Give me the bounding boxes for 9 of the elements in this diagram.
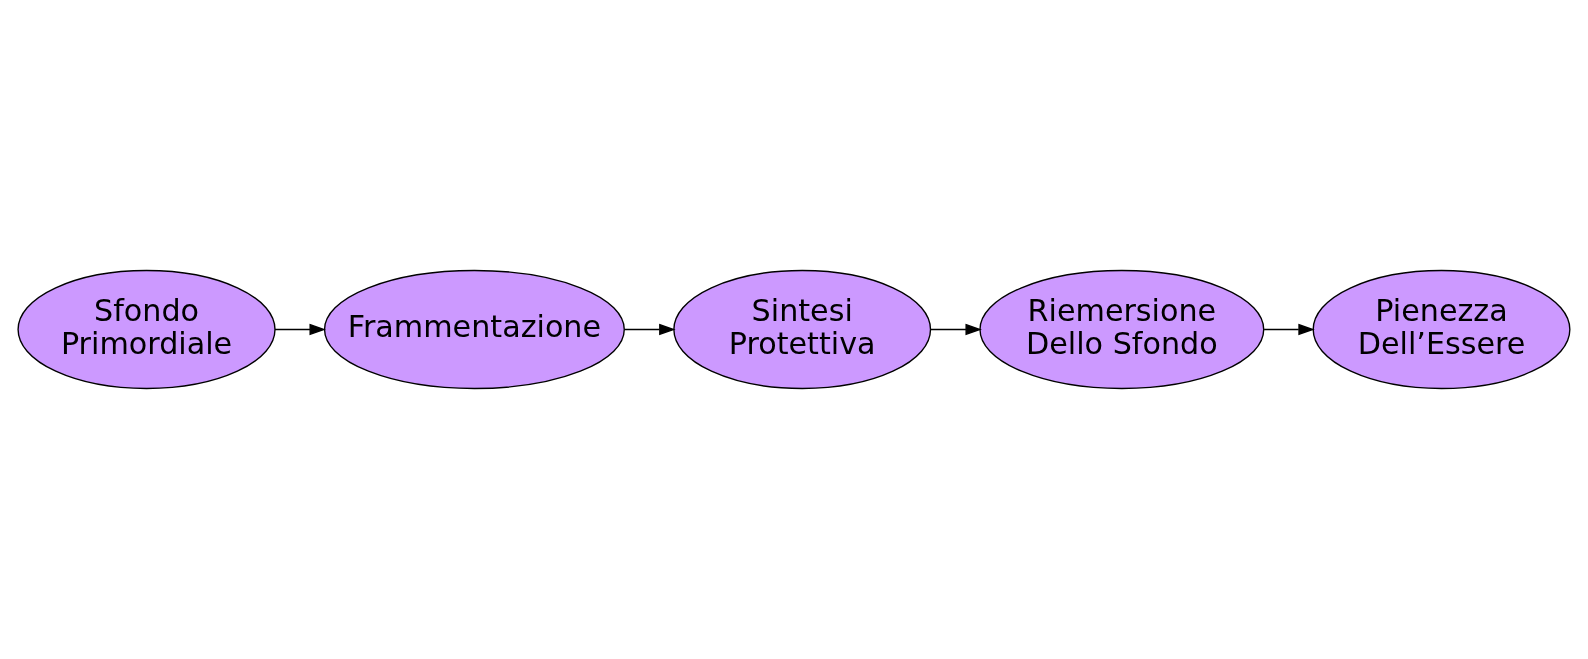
node-ellipse: Sintesi Protettiva — [673, 269, 932, 390]
node-ellipse: Pienezza Dell’Essere — [1312, 269, 1571, 390]
node-ellipse: Frammentazione — [323, 269, 625, 390]
arrow — [274, 323, 326, 336]
arrow — [1263, 323, 1315, 336]
node-ellipse: Sfondo Primordiale — [17, 269, 276, 390]
arrow — [623, 323, 676, 336]
arrow — [929, 323, 982, 336]
node-ellipse: Riemersione Dello Sfondo — [979, 269, 1265, 390]
